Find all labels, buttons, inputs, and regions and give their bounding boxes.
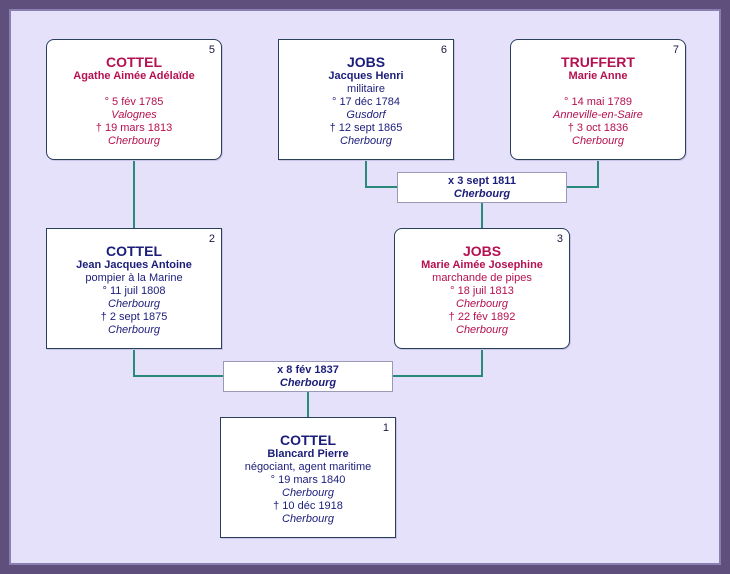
death-date: † 2 sept 1875 xyxy=(100,311,168,323)
given-names: Marie Aimée Josephine xyxy=(421,259,543,271)
person-number: 1 xyxy=(382,422,389,434)
person-card-3[interactable]: 3 JOBS Marie Aimée Josephine marchande d… xyxy=(394,228,570,349)
person-number: 3 xyxy=(556,233,563,245)
death-date: † 19 mars 1813 xyxy=(95,122,173,134)
given-names: Jacques Henri xyxy=(328,70,404,82)
occupation: négociant, agent maritime xyxy=(244,461,372,473)
connector-p7-m1 xyxy=(566,159,599,188)
marriage-place: Cherbourg xyxy=(279,377,337,389)
birth-date: ° 17 déc 1784 xyxy=(331,96,400,108)
occupation: pompier à la Marine xyxy=(85,272,183,284)
birth-date: ° 11 juil 1808 xyxy=(102,285,166,297)
birth-date: ° 14 mai 1789 xyxy=(564,96,632,108)
death-date: † 10 déc 1918 xyxy=(273,500,343,512)
person-number: 7 xyxy=(672,44,679,56)
occupation: marchande de pipes xyxy=(432,272,532,284)
death-place: Cherbourg xyxy=(340,135,392,147)
person-card-1[interactable]: 1 COTTEL Blancard Pierre négociant, agen… xyxy=(220,417,396,538)
death-place: Cherbourg xyxy=(108,324,160,336)
surname: TRUFFERT xyxy=(561,54,635,70)
connector-p2-m2 xyxy=(133,348,223,377)
person-card-2[interactable]: 2 COTTEL Jean Jacques Antoine pompier à … xyxy=(46,228,222,349)
person-number: 6 xyxy=(440,44,447,56)
person-card-6[interactable]: 6 JOBS Jacques Henri militaire ° 17 déc … xyxy=(278,39,454,160)
person-card-5[interactable]: 5 COTTEL Agathe Aimée Adélaïde ° 5 fév 1… xyxy=(46,39,222,160)
marriage-box-6-7[interactable]: x 3 sept 1811 Cherbourg xyxy=(397,172,567,203)
surname: JOBS xyxy=(346,54,386,70)
connector-p3-m2 xyxy=(392,348,483,377)
given-names: Marie Anne xyxy=(568,70,628,82)
birth-place: Valognes xyxy=(111,109,157,121)
surname: JOBS xyxy=(462,243,502,259)
given-names: Jean Jacques Antoine xyxy=(76,259,192,271)
birth-place: Anneville-en-Saire xyxy=(553,109,643,121)
given-names: Blancard Pierre xyxy=(267,448,349,460)
marriage-place: Cherbourg xyxy=(453,188,511,200)
birth-date: ° 5 fév 1785 xyxy=(104,96,164,108)
birth-date: ° 18 juil 1813 xyxy=(450,285,514,297)
death-place: Cherbourg xyxy=(282,513,334,525)
birth-place: Cherbourg xyxy=(456,298,508,310)
death-place: Cherbourg xyxy=(572,135,624,147)
occupation: militaire xyxy=(347,83,385,95)
birth-date: ° 19 mars 1840 xyxy=(270,474,346,486)
death-date: † 22 fév 1892 xyxy=(448,311,516,323)
death-place: Cherbourg xyxy=(456,324,508,336)
person-number: 5 xyxy=(208,44,215,56)
person-number: 2 xyxy=(208,233,215,245)
person-card-7[interactable]: 7 TRUFFERT Marie Anne ° 14 mai 1789 Anne… xyxy=(510,39,686,160)
birth-place: Cherbourg xyxy=(108,298,160,310)
surname: COTTEL xyxy=(280,432,336,448)
marriage-date: x 8 fév 1837 xyxy=(277,364,339,376)
given-names: Agathe Aimée Adélaïde xyxy=(73,70,195,82)
death-date: † 3 oct 1836 xyxy=(567,122,629,134)
surname: COTTEL xyxy=(106,243,162,259)
death-place: Cherbourg xyxy=(108,135,160,147)
connector-p6-m1 xyxy=(365,159,398,188)
birth-place: Gusdorf xyxy=(346,109,386,121)
marriage-date: x 3 sept 1811 xyxy=(448,175,516,187)
marriage-box-2-3[interactable]: x 8 fév 1837 Cherbourg xyxy=(223,361,393,392)
surname: COTTEL xyxy=(106,54,162,70)
birth-place: Cherbourg xyxy=(282,487,334,499)
death-date: † 12 sept 1865 xyxy=(329,122,403,134)
